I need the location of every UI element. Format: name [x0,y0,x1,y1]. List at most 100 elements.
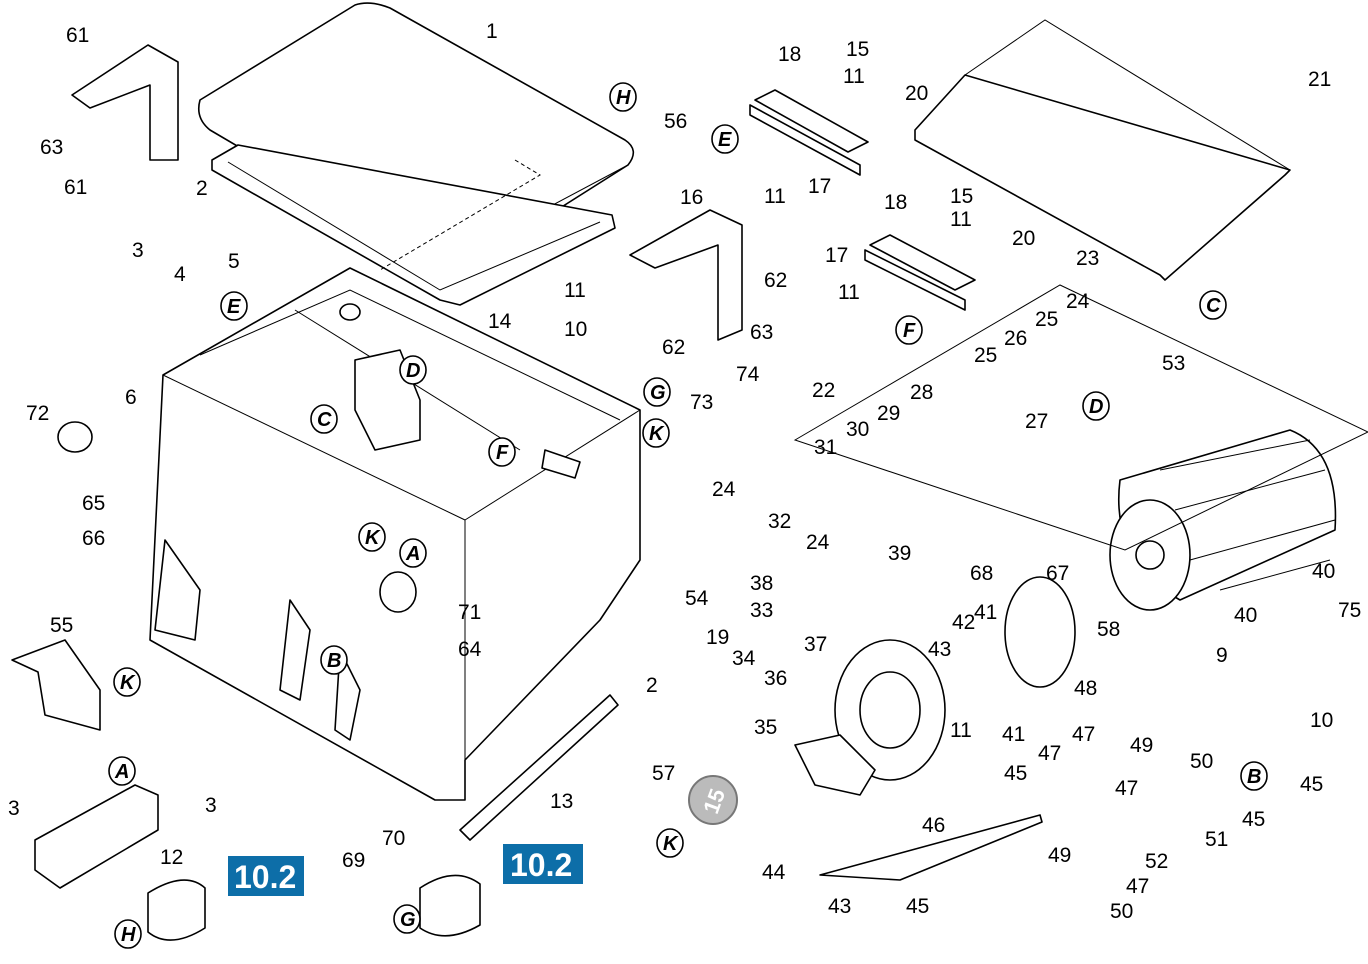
part-labels: 1 2 2 3 3 3 4 5 6 9 10 10 11 11 11 11 11… [8,20,1361,923]
label-30: 30 [846,418,869,441]
label-9: 9 [1216,644,1228,667]
label-61b: 61 [64,176,87,199]
svg-text:G: G [650,382,666,404]
callout-badges: H H E E A A B B [108,82,1268,949]
label-65: 65 [82,492,105,515]
label-25a: 25 [1035,308,1058,331]
hood-bracket-part [629,209,743,341]
lever-part [819,814,1043,881]
label-47a: 47 [1038,742,1061,765]
callout-E-left: E [220,291,248,321]
label-57: 57 [652,762,675,785]
label-11e: 11 [838,281,860,304]
label-24b: 24 [712,478,736,501]
label-62a: 62 [764,269,787,292]
label-36: 36 [764,667,787,690]
svg-text:H: H [616,87,631,109]
svg-text:D: D [1089,396,1103,418]
callout-C-housing: C [310,404,338,434]
label-63a: 63 [40,136,63,159]
reference-box-left[interactable]: 10.2 [228,856,304,896]
label-10b: 10 [1310,709,1333,732]
label-12: 12 [160,846,183,869]
label-58: 58 [1097,618,1120,641]
label-27: 27 [1025,410,1048,433]
label-11b: 11 [843,65,865,88]
label-16: 16 [680,186,703,209]
reference-box-right[interactable]: 10.2 [503,844,583,884]
label-71: 71 [458,601,481,624]
label-40b: 40 [1234,604,1257,627]
label-45d: 45 [906,895,929,918]
cover-12-part [34,784,159,889]
callout-H-bottom: H [114,919,142,949]
callout-K-top: K [642,418,670,448]
label-63b: 63 [750,321,773,344]
belt-48-part [1004,576,1076,688]
reference-box-left-label: 10.2 [234,859,296,895]
label-15b: 15 [950,185,973,208]
label-13: 13 [550,790,573,813]
filter-block-right [419,874,481,937]
rail-lower-part [864,234,976,311]
callout-G-top: G [643,377,671,407]
filter-block-left [147,879,206,941]
svg-text:K: K [120,672,136,694]
knob-72-part [57,421,93,453]
svg-text:E: E [718,129,732,151]
label-42: 42 [952,611,975,634]
callout-B-right: B [1240,761,1268,791]
label-56: 56 [664,110,687,133]
label-41b: 41 [1002,723,1025,746]
brush-roller-part [1109,429,1337,611]
label-43a: 43 [928,638,951,661]
svg-text:F: F [903,320,916,342]
svg-text:G: G [400,909,416,931]
label-22: 22 [812,379,835,402]
label-19: 19 [706,626,729,649]
label-23: 23 [1076,247,1099,270]
label-43b: 43 [828,895,851,918]
logo-57: 15 [688,775,738,825]
label-20a: 20 [905,82,928,105]
svg-text:K: K [663,833,679,855]
label-51: 51 [1205,828,1228,851]
label-6: 6 [125,386,137,409]
label-47c: 47 [1115,777,1138,800]
label-24c: 24 [806,531,830,554]
label-68: 68 [970,562,993,585]
callout-H-top: H [609,82,637,112]
motor-part [794,734,876,796]
label-32: 32 [768,510,791,533]
label-41a: 41 [974,601,997,624]
callout-E-right: E [711,124,739,154]
label-47d: 47 [1126,875,1149,898]
blade-13-part [459,694,619,841]
callout-B-housing: B [320,645,348,675]
callout-G-bottom: G [393,904,421,934]
label-10: 10 [564,318,587,341]
svg-text:K: K [365,527,381,549]
label-64: 64 [458,638,482,661]
label-20b: 20 [1012,227,1035,250]
label-11c: 11 [764,185,786,208]
callout-A-cover: A [108,756,136,786]
svg-text:A: A [405,543,420,565]
label-47b: 47 [1072,723,1095,746]
label-72: 72 [26,402,49,425]
callout-F-housing: F [488,437,516,467]
gasket-frame-part [211,144,616,306]
label-38: 38 [750,572,773,595]
label-45a: 45 [1004,762,1027,785]
label-21: 21 [1308,68,1331,91]
callout-D-housing: D [399,355,427,385]
label-24a: 24 [1066,290,1090,313]
label-31: 31 [814,436,837,459]
cover-55-part [11,639,101,731]
label-40a: 40 [1312,560,1335,583]
svg-text:K: K [649,423,665,445]
label-28: 28 [910,381,933,404]
label-11f: 11 [950,719,972,742]
label-45c: 45 [1300,773,1323,796]
label-62b: 62 [662,336,685,359]
